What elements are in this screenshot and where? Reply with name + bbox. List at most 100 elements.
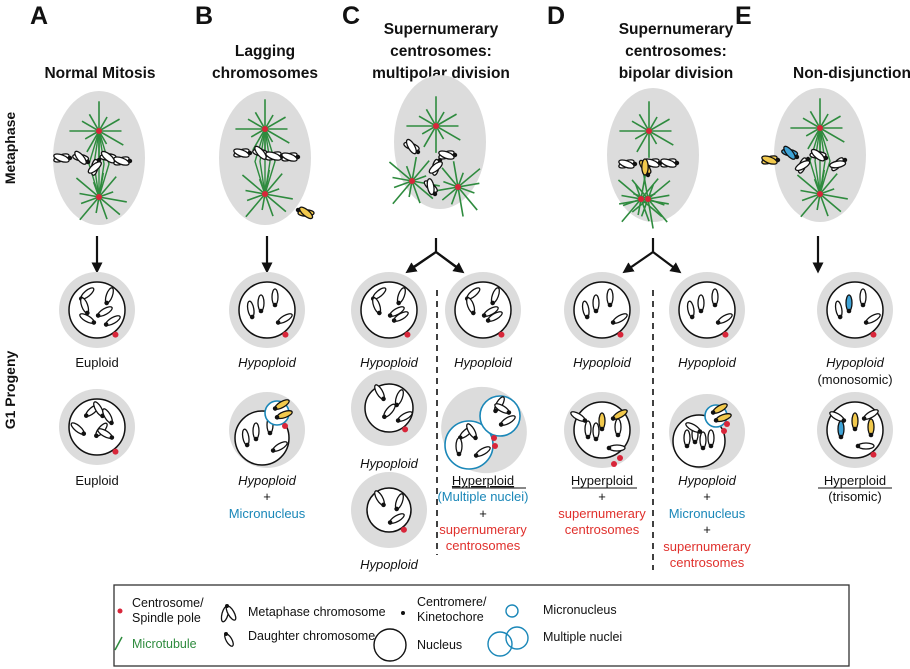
- caption-c-right-2-plus: +: [479, 506, 487, 521]
- centrosome-icon: [400, 526, 407, 533]
- daughter-chromosome: [837, 420, 845, 440]
- kinetochore-microtubule: [809, 127, 821, 195]
- microtubule: [648, 130, 674, 146]
- daughter-chromosome: [606, 288, 614, 308]
- legend-centrosome-label-1: Centrosome/: [132, 596, 204, 610]
- kinetochore-icon: [607, 302, 613, 308]
- metaphase-chromosome: [794, 156, 811, 174]
- kinetochore-icon: [852, 426, 858, 432]
- daughter-chromosome: [686, 300, 695, 320]
- microtubule: [800, 193, 821, 218]
- daughter-chromosome: [270, 441, 288, 453]
- microtubule: [631, 120, 650, 132]
- metaphase-cell-c: [388, 75, 486, 217]
- kinetochore-icon: [267, 430, 273, 436]
- daughter-chromosome: [581, 300, 590, 320]
- metaphase-chromosome: [113, 156, 133, 166]
- kinetochore-icon: [498, 422, 504, 427]
- metaphase-chromosome: [660, 158, 680, 168]
- microtubule: [247, 118, 266, 130]
- microtubule: [457, 186, 464, 217]
- kinetochore-icon: [103, 322, 109, 327]
- microtubule: [80, 196, 100, 205]
- caption-c-left-1: Hypoploid: [360, 355, 419, 370]
- caption-d-left-2-centrosomes: centrosomes: [565, 522, 640, 537]
- daughter-chromosome: [683, 429, 691, 449]
- microtubule: [246, 193, 266, 202]
- caption-c-right-1: Hypoploid: [454, 355, 513, 370]
- kinetochore-icon: [272, 406, 278, 411]
- kinetochore-icon: [85, 159, 91, 165]
- centrosome-icon: [262, 191, 268, 197]
- kinetochore-icon: [270, 448, 276, 453]
- microtubule: [647, 180, 671, 200]
- daughter-chromosome: [592, 294, 600, 314]
- microtubule: [636, 130, 650, 153]
- kinetochore-icon: [674, 160, 680, 166]
- daughter-chromosome: [372, 297, 382, 316]
- row-label-metaphase: Metaphase: [2, 112, 18, 185]
- kinetochore-microtubule: [98, 130, 110, 198]
- kinetochore-icon: [775, 157, 781, 163]
- microtubule: [88, 113, 100, 132]
- panel-title-c-line1: Supernumerary: [384, 21, 499, 38]
- legend: Centrosome/ Spindle pole Microtubule Met…: [113, 584, 850, 667]
- legend-metaphase-chromosome-icon: [220, 604, 237, 623]
- microtubule: [79, 192, 100, 198]
- kinetochore-icon: [253, 436, 259, 442]
- panel-title-d-line2: centrosomes:: [625, 43, 727, 60]
- legend-daughter-chromosome-label: Daughter chromosome: [248, 629, 375, 643]
- daughter-chromosome: [396, 287, 406, 306]
- kinetochore-icon: [473, 435, 478, 441]
- centrosome-icon: [721, 428, 727, 434]
- kinetochore-icon: [396, 300, 401, 306]
- kinetochore-icon: [295, 207, 301, 213]
- kinetochore-icon: [712, 302, 718, 308]
- kinetochore-icon: [249, 314, 255, 320]
- microtubule: [638, 113, 650, 132]
- microtubule: [98, 196, 108, 220]
- metaphase-chromosome: [281, 152, 301, 162]
- kinetochore-icon: [452, 152, 458, 158]
- microtubule: [388, 161, 413, 182]
- centrosome-icon: [112, 331, 119, 338]
- panel-title-c-line2: centrosomes:: [390, 43, 492, 60]
- kinetochore-icon: [794, 154, 800, 160]
- centrosome-icon: [433, 123, 439, 129]
- daughter-chromosome: [490, 287, 500, 306]
- daughter-chromosome: [485, 311, 503, 323]
- legend-nucleus-label: Nucleus: [417, 638, 462, 652]
- metaphase-chromosome: [638, 158, 652, 178]
- caption-e-2: Hyperploid: [824, 473, 886, 488]
- nucleus-blue: [479, 395, 521, 437]
- legend-metaphase-chromosome-label: Metaphase chromosome: [248, 605, 386, 619]
- centrosome-icon: [724, 421, 730, 427]
- metaphase-chromosome: [72, 150, 91, 165]
- kinetochore-icon: [382, 414, 387, 420]
- kinetochore-icon: [485, 318, 491, 323]
- kinetochore-icon: [91, 320, 97, 325]
- daughter-chromosome: [274, 410, 293, 420]
- daughter-chromosome: [466, 423, 478, 441]
- centrosome-icon: [492, 443, 498, 449]
- caption-b-2: Hypoploid: [238, 473, 297, 488]
- kinetochore-icon: [391, 318, 397, 323]
- microtubule: [441, 186, 459, 201]
- microtubule: [457, 168, 481, 188]
- kinetochore-microtubule: [98, 130, 105, 198]
- caption-d-left-2-plus: +: [598, 489, 606, 504]
- kinetochore-icon: [415, 149, 421, 155]
- centrosome-icon: [491, 435, 497, 441]
- daughter-chromosome: [697, 294, 705, 314]
- microtubule: [75, 177, 100, 198]
- microtubule: [819, 127, 845, 143]
- metaphase-chromosome: [403, 138, 421, 155]
- arrow-c-right: [435, 251, 465, 274]
- panel-title-d-line3: bipolar division: [619, 65, 734, 82]
- daughter-chromosome: [246, 300, 255, 320]
- daughter-chromosome: [95, 306, 113, 318]
- panel-letter-a: A: [30, 2, 48, 30]
- daughter-chromosome: [699, 431, 707, 451]
- legend-box: [113, 584, 850, 667]
